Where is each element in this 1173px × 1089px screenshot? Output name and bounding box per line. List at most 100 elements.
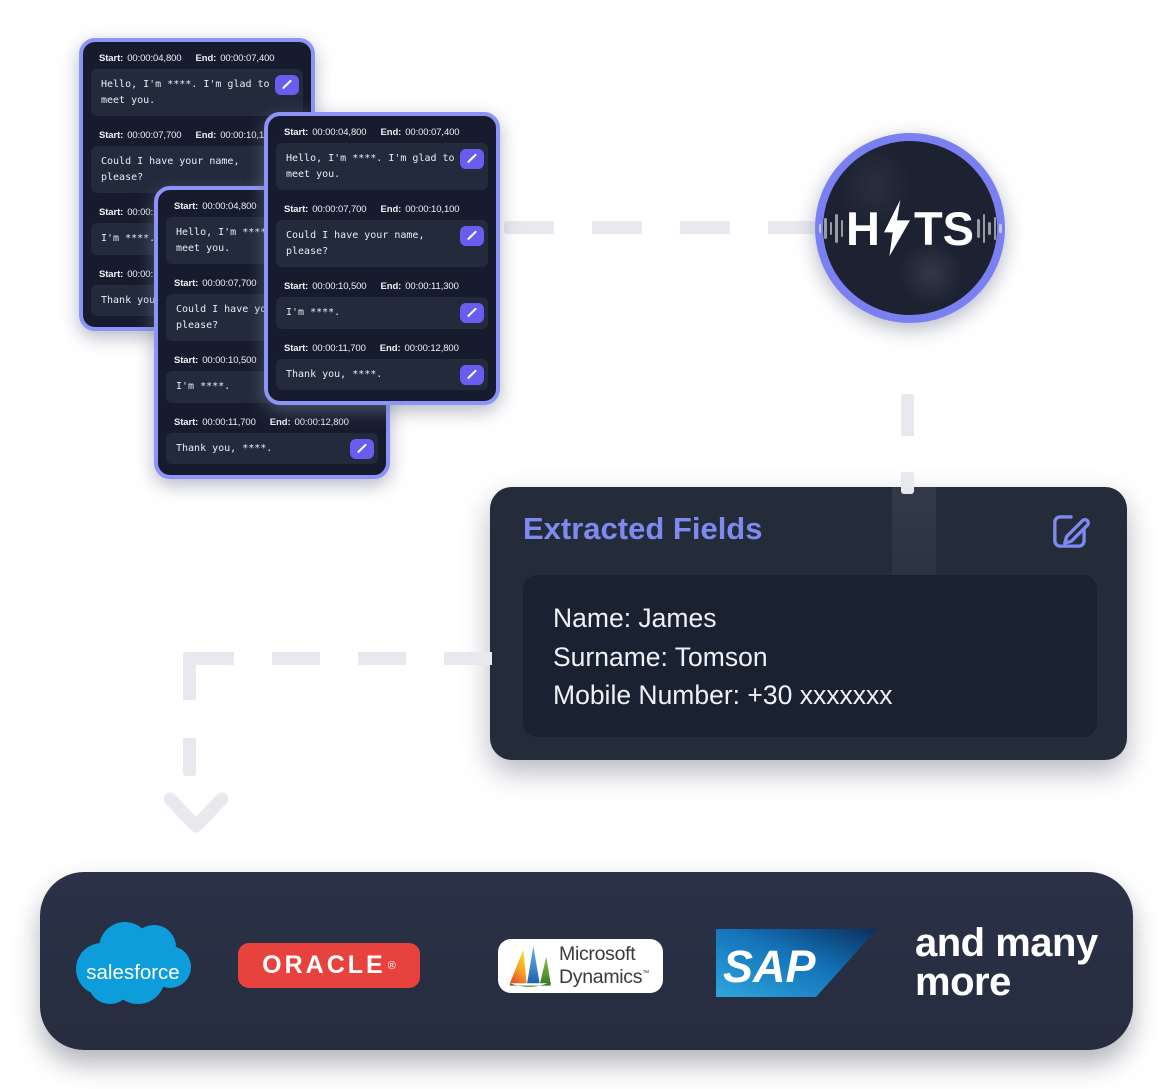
oracle-label: ORACLE bbox=[262, 951, 386, 979]
segment-text: Thank you, ****. bbox=[176, 442, 273, 454]
segment-start-time: Start:00:00:11,700 bbox=[174, 417, 256, 428]
end-label: End: bbox=[269, 416, 291, 428]
segment-start-time: Start:00:00:10,500 bbox=[174, 355, 257, 366]
end-label: End: bbox=[379, 342, 401, 354]
start-label: Start: bbox=[99, 130, 124, 141]
segment-text: Could I have your name, please? bbox=[286, 230, 425, 257]
pencil-icon bbox=[467, 230, 477, 240]
start-label: Start: bbox=[99, 268, 124, 280]
segment-start-time: Start:00:00:07,700 bbox=[99, 130, 182, 141]
start-value: 00:00:04,800 bbox=[202, 201, 257, 212]
transcript-segment: Start:00:00:11,700 End:00:00:12,800 Than… bbox=[166, 417, 378, 464]
segment-timestamps: Start:00:00:04,800 End:00:00:07,400 bbox=[99, 53, 303, 64]
panel-title: Extracted Fields bbox=[523, 511, 763, 546]
start-label: Start: bbox=[284, 281, 309, 292]
start-value: 00:00:07,700 bbox=[202, 278, 257, 289]
microsoft-dynamics-logo: Microsoft Dynamics™ bbox=[498, 939, 663, 993]
hts-logo-row: H TS bbox=[818, 197, 1002, 259]
start-label: Start: bbox=[174, 201, 199, 212]
waveform-left-icon bbox=[818, 213, 843, 243]
segment-end-time: End:00:00:10,100 bbox=[196, 130, 275, 141]
edit-segment-button[interactable] bbox=[350, 438, 374, 459]
start-value: 00:00:04,800 bbox=[312, 127, 367, 138]
edit-fields-button[interactable] bbox=[1046, 507, 1094, 555]
end-value: 00:00:12,800 bbox=[294, 416, 349, 428]
segment-text: I'm ****. bbox=[286, 307, 341, 318]
segment-start-time: Start:00:00:07,700 bbox=[174, 278, 257, 289]
segment-timestamps: Start:00:00:11,700 End:00:00:12,800 bbox=[174, 417, 378, 428]
end-label: End: bbox=[380, 204, 402, 215]
transcript-segment: Start:00:00:07,700 End:00:00:10,100 Coul… bbox=[276, 204, 488, 267]
edit-segment-button[interactable] bbox=[275, 75, 299, 95]
edit-segment-button[interactable] bbox=[460, 303, 484, 323]
end-value: 00:00:10,100 bbox=[405, 204, 460, 215]
start-label: Start: bbox=[174, 355, 199, 366]
segment-text: I'm ****. bbox=[101, 233, 156, 244]
start-label: Start: bbox=[99, 53, 124, 64]
edit-segment-button[interactable] bbox=[460, 226, 484, 246]
hts-logo: H TS bbox=[815, 133, 1005, 323]
segment-text: Thank you, ****. bbox=[101, 294, 198, 306]
connector-corner-down bbox=[183, 652, 196, 776]
start-value: 00:00:11,700 bbox=[312, 342, 366, 354]
extracted-fields-panel: Extracted Fields Name: James Surname: To… bbox=[490, 487, 1127, 760]
end-value: 00:00:07,400 bbox=[405, 127, 460, 138]
transcript-segment: Start:00:00:11,700 End:00:00:12,800 Than… bbox=[276, 342, 488, 390]
transcript-card-3: Start:00:00:04,800 End:00:00:07,400 Hell… bbox=[264, 112, 500, 405]
trademark-icon: ™ bbox=[642, 970, 649, 977]
segment-message: Hello, I'm ****. I'm glad to meet you. bbox=[276, 143, 488, 190]
field-mobile-number: Mobile Number: +30 xxxxxxx bbox=[553, 680, 893, 710]
and-many-more-label: and many more bbox=[915, 921, 1098, 1004]
segment-text: Could I have your name, please? bbox=[101, 156, 240, 183]
sap-label: SAP bbox=[723, 941, 817, 992]
start-label: Start: bbox=[284, 342, 309, 354]
end-value: 00:00:07,400 bbox=[220, 53, 275, 64]
segment-end-time: End:00:00:11,300 bbox=[381, 281, 459, 292]
segment-start-time: Start:00:00:07,700 bbox=[284, 204, 367, 215]
end-value: 00:00:12,800 bbox=[404, 342, 459, 354]
end-value: 00:00:11,300 bbox=[405, 281, 459, 292]
end-value: 00:00:10,100 bbox=[220, 130, 275, 141]
segment-timestamps: Start:00:00:07,700 End:00:00:10,100 bbox=[99, 130, 303, 141]
transcript-segment: Start:00:00:10,500 End:00:00:11,300 I'm … bbox=[276, 281, 488, 329]
segment-message: Thank you, ****. bbox=[166, 432, 378, 464]
segment-text: Hello, I'm ****. I'm glad to meet you. bbox=[176, 227, 345, 254]
transcript-segment: Start:00:00:04,800 End:00:00:07,400 Hell… bbox=[276, 127, 488, 190]
segment-timestamps: Start:00:00:10,500 End:00:00:11,300 bbox=[284, 281, 488, 292]
segment-end-time: End:00:00:07,400 bbox=[196, 53, 275, 64]
start-value: 00:00:04,800 bbox=[127, 53, 182, 64]
segment-start-time: Start:00:00:04,800 bbox=[99, 53, 182, 64]
segment-end-time: End:00:00:07,400 bbox=[381, 127, 460, 138]
segment-message: I'm ****. bbox=[276, 297, 488, 329]
connector-logo-to-panel bbox=[901, 394, 914, 494]
salesforce-label: salesforce bbox=[86, 961, 179, 984]
edit-segment-button[interactable] bbox=[460, 149, 484, 169]
transcript-segment: Start:00:00:04,800 End:00:00:07,400 Hell… bbox=[91, 53, 303, 116]
segment-end-time: End:00:00:10,100 bbox=[381, 204, 460, 215]
connector-card-to-logo bbox=[504, 221, 816, 234]
segment-text: Hello, I'm ****. I'm glad to meet you. bbox=[101, 79, 270, 106]
salesforce-logo: salesforce bbox=[76, 922, 191, 1004]
segment-end-time: End:00:00:12,800 bbox=[270, 417, 349, 428]
waveform-right-icon bbox=[977, 213, 1002, 243]
oracle-logo: ORACLE® bbox=[238, 943, 420, 988]
end-label: End: bbox=[195, 53, 217, 64]
segment-text: Could I have your name, please? bbox=[176, 304, 315, 331]
start-label: Start: bbox=[174, 416, 199, 428]
start-label: Start: bbox=[99, 207, 124, 218]
field-surname: Surname: Tomson bbox=[553, 641, 768, 672]
segment-message: Hello, I'm ****. I'm glad to meet you. bbox=[91, 69, 303, 116]
registered-mark-icon: ® bbox=[387, 959, 396, 972]
pencil-square-icon bbox=[1053, 515, 1090, 548]
extracted-fields-box: Name: James Surname: Tomson Mobile Numbe… bbox=[523, 575, 1097, 737]
start-value: 00:00:10,500 bbox=[202, 355, 257, 366]
segment-text: Hello, I'm ****. I'm glad to meet you. bbox=[286, 153, 455, 180]
segment-start-time: Start:00:00:04,800 bbox=[174, 201, 257, 212]
pencil-icon bbox=[467, 369, 477, 379]
start-value: 00:00:11,700 bbox=[202, 416, 256, 428]
start-value: 00:00:10,500 bbox=[312, 281, 367, 292]
arrow-down-icon bbox=[163, 792, 229, 833]
edit-segment-button[interactable] bbox=[460, 364, 484, 385]
pencil-icon bbox=[467, 153, 477, 163]
